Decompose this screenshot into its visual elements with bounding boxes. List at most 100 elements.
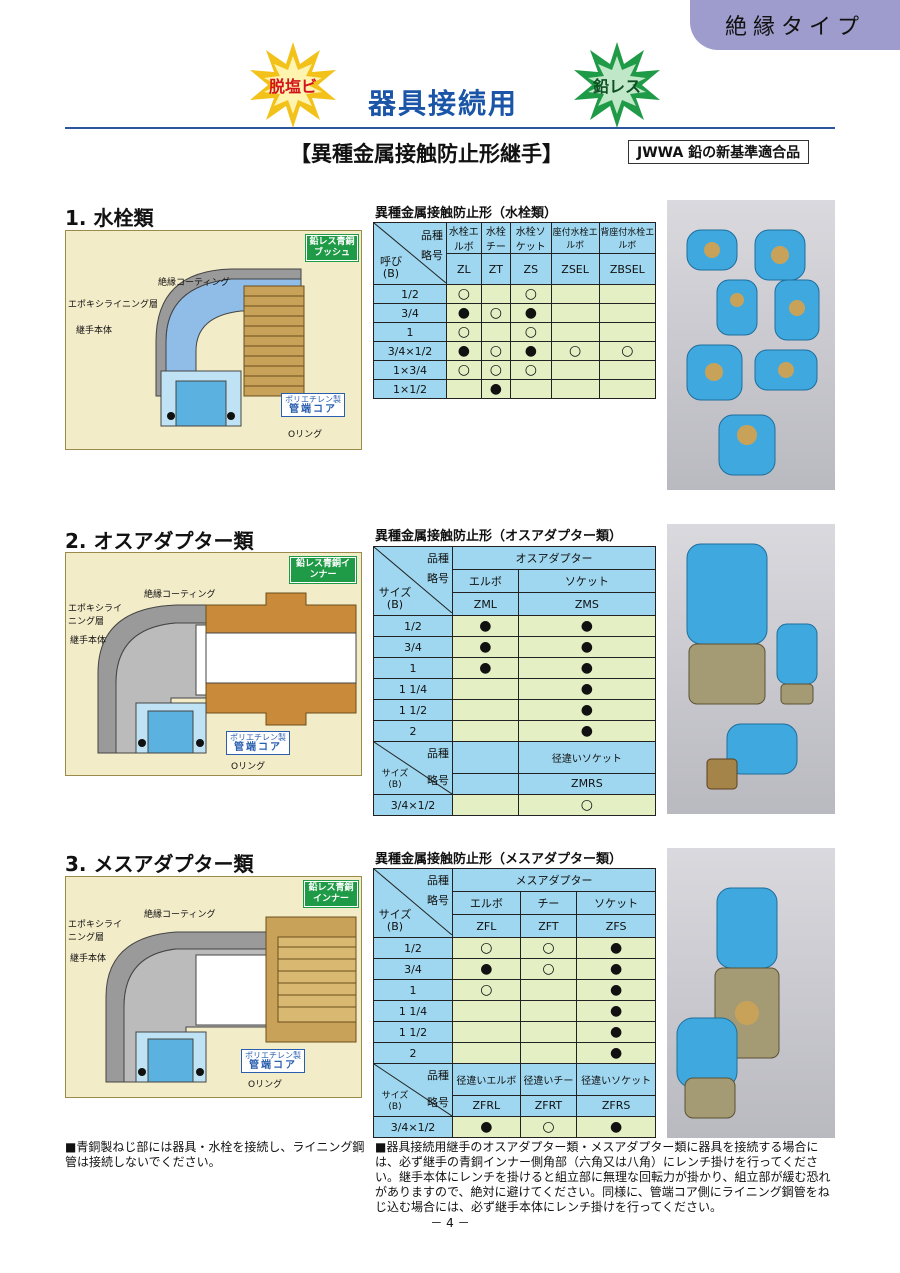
mark-cell: ● xyxy=(452,958,521,980)
mark-cell xyxy=(598,322,657,342)
table-row: 3/4×1/2 ●○●○○ xyxy=(373,341,657,361)
mark-cell xyxy=(480,284,512,304)
mark-cell xyxy=(446,379,482,399)
sec1-label-lining: エポキシライニング層 xyxy=(68,300,159,310)
standard-box: JWWA 鉛の新基準適合品 xyxy=(628,140,810,164)
size-cell: 1 1/4 xyxy=(373,1000,453,1022)
sec2-sub-code: ZMRS xyxy=(517,772,657,796)
mark-cell xyxy=(452,1000,521,1022)
mark-cell xyxy=(598,360,657,380)
page-number: － 4 － xyxy=(430,1216,470,1230)
size-cell: 1/2 xyxy=(373,937,453,959)
sec3-heading: 3. メスアダプター類 xyxy=(65,852,254,876)
table-row: 1 1/2● xyxy=(373,1021,656,1043)
table-row: 1 1/4 ● xyxy=(373,678,657,700)
sec2-col-kind: エルボ xyxy=(452,569,519,593)
mark-cell xyxy=(598,284,657,304)
sec2-label-lining: エポキシライニング層 xyxy=(68,604,123,627)
size-cell: 1×1/2 xyxy=(373,379,447,399)
table-row: 1×1/2 ● xyxy=(373,379,657,399)
table-row: 1/2●● xyxy=(373,615,657,637)
size-cell: 1×3/4 xyxy=(373,360,447,380)
sec1-code: ZS xyxy=(510,253,552,285)
mark-cell xyxy=(452,699,519,721)
sec2-heading: 2. オスアダプター類 xyxy=(65,529,254,553)
sec3-col-kind: ソケット xyxy=(576,891,656,915)
mark-cell: ● xyxy=(576,1042,656,1064)
sec1-col-zbsel-kind: 背座付水栓エルボ xyxy=(598,222,657,254)
mark-cell: ● xyxy=(510,303,552,323)
mark-cell xyxy=(452,1042,521,1064)
sec1-col-zsel-kind: 座付水栓エルボ xyxy=(550,222,600,254)
mark-cell xyxy=(452,1021,521,1043)
sec1-caption: 異種金属接触防止形（水栓類） xyxy=(375,206,558,221)
size-cell: 1 1/2 xyxy=(373,699,453,721)
sec1-table: 品種 略号 呼び(B) 水栓エルボ 水栓チー 水栓ソケット 座付水栓エルボ 背座… xyxy=(373,222,657,399)
table-row: 1 1/2 ● xyxy=(373,699,657,721)
sec2-label-coating: 絶縁コーティング xyxy=(144,590,216,600)
badge-pvc-free: 脱塩ビ xyxy=(250,42,336,128)
mark-cell: ○ xyxy=(480,341,512,361)
mark-cell: ○ xyxy=(446,284,482,304)
size-cell: 1 1/4 xyxy=(373,678,453,700)
main-title: 器具接続用 xyxy=(368,87,519,120)
mark-cell: ● xyxy=(517,699,657,721)
mark-cell: ● xyxy=(517,720,657,742)
sec2-caption: 異種金属接触防止形（オスアダプター類） xyxy=(375,529,623,544)
table-row: 3/4×1/2 ○ xyxy=(373,794,657,816)
table-row: 1×3/4 ○○○ xyxy=(373,360,657,380)
sec1-label-body: 継手本体 xyxy=(76,326,113,336)
sec2-corner: 品種 略号 サイズ(B) xyxy=(373,546,453,616)
sec3-fittings-illustration xyxy=(676,887,780,1119)
size-cell: 1 xyxy=(373,657,453,679)
sec3-col-kind: チー xyxy=(519,891,578,915)
size-cell: 1 xyxy=(373,979,453,1001)
sec1-code: ZT xyxy=(480,253,512,285)
mark-cell: ○ xyxy=(452,979,521,1001)
sec2-table: 品種 略号 サイズ(B) オスアダプター エルボ ソケット ZML ZMS 1/… xyxy=(373,546,657,816)
mark-cell: ● xyxy=(452,1116,521,1138)
mark-cell: ○ xyxy=(519,937,578,959)
mark-cell xyxy=(510,379,552,399)
table-row: 3/4●○● xyxy=(373,958,656,980)
table-row: 1○● xyxy=(373,979,656,1001)
sec2-tag-core: ポリエチレン製管端コア xyxy=(226,731,290,755)
note-right: ■器具接続用継手のオスアダプター類・メスアダプター類に器具を接続する場合には、必… xyxy=(375,1140,831,1214)
sec3-tag-inner: 鉛レス青銅インナー xyxy=(303,880,359,908)
mark-cell: ○ xyxy=(452,937,521,959)
size-cell: 3/4 xyxy=(373,958,453,980)
sec3-cross-section xyxy=(105,916,357,1083)
mark-cell: ○ xyxy=(517,794,657,816)
mark-cell xyxy=(452,794,519,816)
mark-cell: ● xyxy=(576,958,656,980)
mark-cell: ○ xyxy=(519,958,578,980)
size-cell: 1 1/2 xyxy=(373,1021,453,1043)
sec3-code: ZFT xyxy=(519,914,578,938)
mark-cell: ○ xyxy=(519,1116,578,1138)
size-cell: 1 xyxy=(373,322,447,342)
sec3-sub-code: ZFRS xyxy=(576,1094,656,1118)
sec3-sub-code: ZFRT xyxy=(519,1094,578,1118)
badge-lead-free: 鉛レス xyxy=(574,42,660,128)
category-tab: 絶縁タイプ xyxy=(690,0,900,50)
size-cell: 3/4×1/2 xyxy=(373,1116,453,1138)
mark-cell xyxy=(550,360,600,380)
sec3-tag-core: ポリエチレン製管端コア xyxy=(241,1049,305,1073)
table-row: 1 ○○ xyxy=(373,322,657,342)
sec2-group: オスアダプター xyxy=(452,546,656,570)
mark-cell: ● xyxy=(517,678,657,700)
size-cell: 3/4 xyxy=(373,636,453,658)
sec3-sub-kind: 径違いエルボ xyxy=(452,1063,521,1096)
mark-cell: ○ xyxy=(510,284,552,304)
table-row: 1/2○○● xyxy=(373,937,656,959)
size-cell: 3/4×1/2 xyxy=(373,794,453,816)
sec1-product-photo xyxy=(667,200,835,490)
sec2-diagram: 絶縁コーティング エポキシライニング層 継手本体 鉛レス青銅インナー ポリエチレ… xyxy=(65,552,362,776)
mark-cell xyxy=(519,1042,578,1064)
size-cell: 1/2 xyxy=(373,615,453,637)
table-row: 1 1/4● xyxy=(373,1000,656,1022)
mark-cell xyxy=(519,1021,578,1043)
mark-cell: ○ xyxy=(510,322,552,342)
sec2-label-body: 継手本体 xyxy=(70,636,107,646)
mark-cell: ● xyxy=(517,636,657,658)
